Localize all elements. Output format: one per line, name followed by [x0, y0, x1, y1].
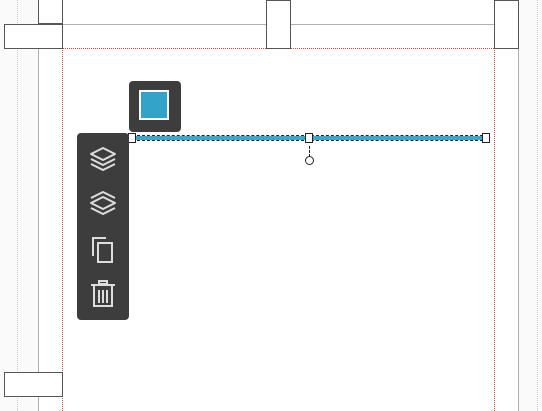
rotation-stem [309, 146, 310, 157]
resize-handle-left[interactable] [128, 133, 136, 143]
fill-color-swatch[interactable] [139, 90, 169, 120]
page-margin-right [494, 48, 495, 411]
duplicate-icon [87, 233, 119, 265]
page-margin-left [62, 48, 63, 411]
page-corner-box [4, 372, 63, 397]
layers-up-icon [87, 144, 119, 176]
layers-down-icon [87, 188, 119, 220]
trash-icon [87, 278, 119, 310]
resize-handle-middle[interactable] [305, 133, 313, 143]
duplicate-button[interactable] [87, 233, 119, 265]
delete-button[interactable] [87, 278, 119, 310]
page-corner-box [266, 0, 291, 49]
bring-forward-button[interactable] [87, 144, 119, 176]
page-corner-box [4, 24, 63, 49]
page-corner-box [494, 0, 519, 49]
shape-toolbar [77, 133, 129, 320]
outer-guide-right [537, 0, 538, 411]
page-corner-box [38, 0, 63, 24]
resize-handle-right[interactable] [482, 133, 490, 143]
grid-line-v [518, 0, 519, 411]
rotation-handle[interactable] [305, 156, 314, 165]
send-backward-button[interactable] [87, 188, 119, 220]
outer-guide-left [17, 0, 18, 411]
grid-line-v [38, 0, 39, 411]
color-panel [129, 81, 181, 132]
